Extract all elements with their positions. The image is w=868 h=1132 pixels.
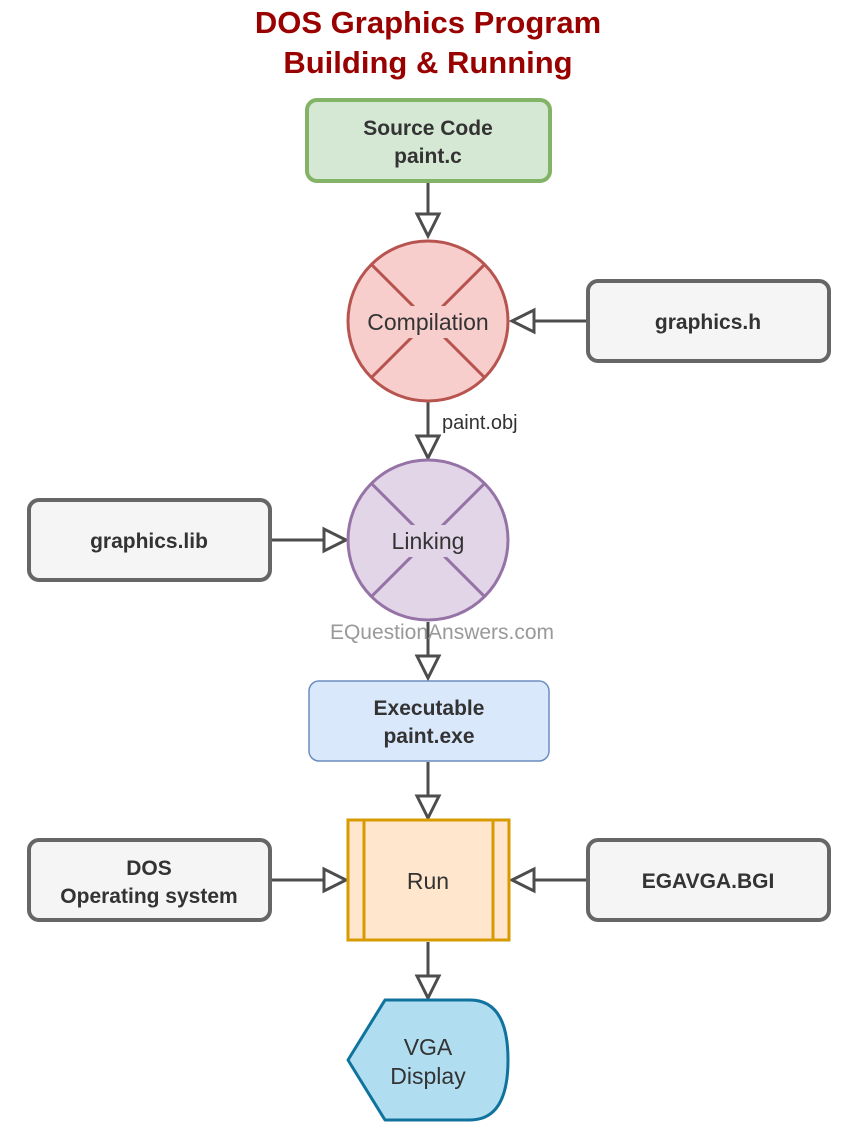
edge-linking-to-executable xyxy=(414,622,442,682)
edge-dos-to-run xyxy=(270,866,350,894)
edge-graphics-h-to-compilation xyxy=(508,307,588,335)
node-linking[interactable]: Linking xyxy=(346,458,510,622)
edge-source-to-compilation xyxy=(414,182,442,240)
node-executable[interactable]: Executable paint.exe xyxy=(308,680,550,762)
edge-compilation-to-linking xyxy=(414,402,442,462)
node-dos[interactable]: DOS Operating system xyxy=(27,838,272,922)
vga-display-line2: Display xyxy=(390,1063,466,1089)
node-egavga-bgi[interactable]: EGAVGA.BGI xyxy=(586,838,831,922)
edge-run-to-display xyxy=(414,942,442,1002)
node-source-code[interactable]: Source Code paint.c xyxy=(305,98,552,183)
diagram-title-line1: DOS Graphics Program xyxy=(255,5,601,40)
edge-egavga-to-run xyxy=(508,866,588,894)
edge-graphics-lib-to-linking xyxy=(270,526,350,554)
dos-line2: Operating system xyxy=(60,885,237,908)
node-graphics-lib[interactable]: graphics.lib xyxy=(27,498,272,582)
node-graphics-h[interactable]: graphics.h xyxy=(586,279,831,363)
edge-executable-to-run xyxy=(414,762,442,822)
graphics-h-label: graphics.h xyxy=(655,311,761,334)
linking-label: Linking xyxy=(392,528,465,554)
watermark: EQuestionAnswers.com xyxy=(330,621,554,644)
dos-line1: DOS xyxy=(126,857,172,880)
source-code-line1: Source Code xyxy=(363,117,493,140)
compilation-label: Compilation xyxy=(367,309,488,335)
node-vga-display[interactable]: VGA Display xyxy=(346,998,510,1122)
graphics-lib-label: graphics.lib xyxy=(90,530,208,553)
vga-display-line1: VGA xyxy=(404,1034,453,1060)
node-run[interactable]: Run xyxy=(346,818,511,942)
executable-line1: Executable xyxy=(374,697,485,720)
egavga-label: EGAVGA.BGI xyxy=(642,870,775,893)
run-label: Run xyxy=(407,868,449,894)
diagram-title-line2: Building & Running xyxy=(283,45,572,80)
edge-label-paint-obj: paint.obj xyxy=(442,412,518,434)
node-compilation[interactable]: Compilation xyxy=(346,239,510,403)
executable-line2: paint.exe xyxy=(383,725,474,748)
source-code-line2: paint.c xyxy=(394,145,462,168)
